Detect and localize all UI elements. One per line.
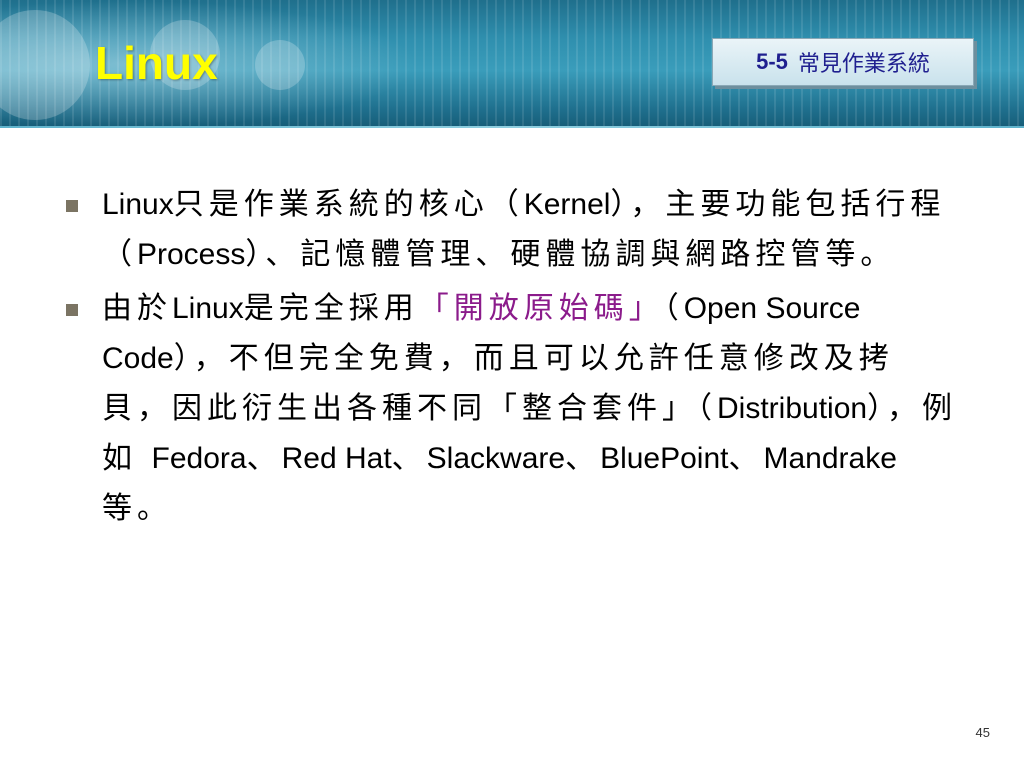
text-segment: Slackware — [426, 442, 566, 475]
square-bullet-icon — [66, 200, 78, 212]
banner-decoration — [255, 40, 305, 90]
text-segment: 等。 — [102, 491, 172, 526]
section-number: 5-5 — [756, 49, 788, 74]
text-segment: Open Source Code — [102, 292, 861, 375]
slide-content: Linux只是作業系統的核心（Kernel），主要功能包括行程（Process）… — [60, 180, 960, 538]
text-segment: BluePoint — [600, 442, 729, 475]
page-number: 45 — [975, 725, 990, 740]
text-segment: 由於 — [102, 291, 172, 326]
text-segment: （ — [663, 291, 684, 326]
text-segment: 、 — [391, 441, 427, 476]
bullet-text: 由於Linux是完全採用「開放原始碼」（Open Source Code），不但… — [102, 291, 958, 526]
banner-glow — [0, 0, 420, 128]
section-title: 常見作業系統 — [797, 51, 930, 76]
text-segment: 、 — [246, 441, 282, 476]
square-bullet-icon — [66, 304, 78, 316]
text-segment: ），主要功能包括行程（ — [102, 187, 946, 272]
text-segment: Linux — [102, 188, 174, 221]
text-segment: Kernel — [523, 188, 611, 221]
banner-decoration — [0, 10, 90, 120]
text-segment: ），例如 — [102, 391, 958, 476]
text-segment: Process — [137, 238, 246, 271]
text-segment: Distribution — [717, 392, 868, 425]
bullet-item: Linux只是作業系統的核心（Kernel），主要功能包括行程（Process）… — [60, 180, 960, 280]
banner-decoration — [150, 20, 220, 90]
text-segment: ）、記憶體管理、硬體協調與網路控管等。 — [245, 237, 896, 272]
text-segment: 是完全採用 — [243, 291, 419, 326]
section-label-box: 5-5 常見作業系統 — [712, 38, 974, 86]
text-segment: 、 — [565, 441, 601, 476]
banner-bottom-edge — [0, 126, 1024, 128]
text-segment: Mandrake — [763, 442, 897, 475]
text-segment: 只是作業系統的核心（ — [173, 187, 524, 222]
slide-title: Linux — [95, 37, 218, 89]
bullet-text: Linux只是作業系統的核心（Kernel），主要功能包括行程（Process）… — [102, 187, 946, 272]
text-segment: ），不但完全免費，而且可以允許任意修改及拷貝，因此衍生出各種不同「整合套件」（ — [102, 341, 894, 426]
text-segment: Linux — [172, 292, 244, 325]
bullet-item: 由於Linux是完全採用「開放原始碼」（Open Source Code），不但… — [60, 284, 960, 534]
text-segment: Red Hat — [281, 442, 392, 475]
text-segment: Fedora — [151, 442, 247, 475]
highlight-text: 「開放原始碼」 — [418, 291, 664, 326]
text-segment: 、 — [728, 441, 764, 476]
